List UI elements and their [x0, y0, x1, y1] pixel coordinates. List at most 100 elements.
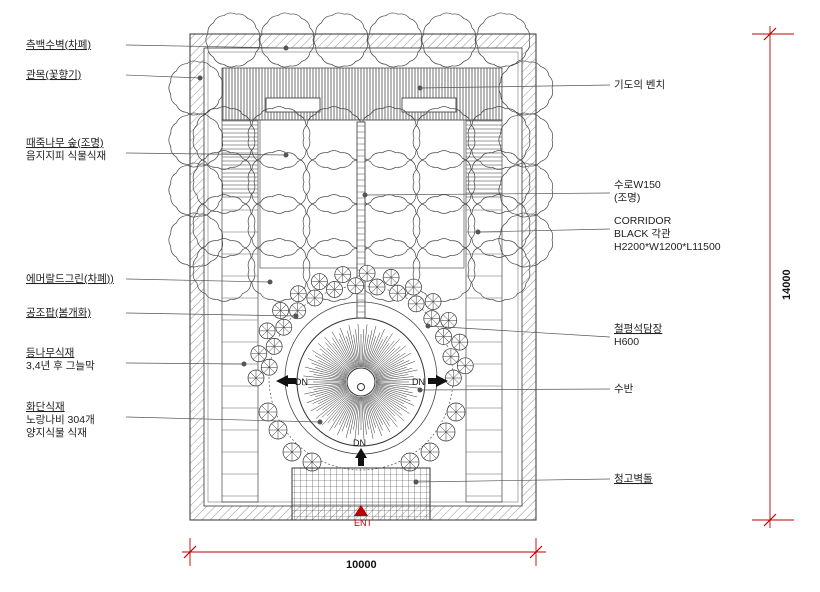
label-left-2: 관목(꽃향기)	[26, 69, 81, 81]
hedge-canopy	[498, 112, 554, 168]
tree-canopy	[247, 194, 311, 258]
shrub	[424, 293, 442, 310]
shrub	[456, 357, 474, 375]
shrub	[306, 289, 324, 307]
spirea-shrubs	[247, 264, 474, 472]
corridor-right	[465, 119, 503, 503]
step-arrow-bottom: DN	[353, 438, 367, 466]
shrub	[446, 402, 466, 422]
label-left-5: 공조팝(봄개화)	[26, 307, 91, 319]
step-arrow-right: DN	[412, 375, 448, 387]
shrub	[250, 345, 268, 363]
fountain-basin	[296, 317, 426, 447]
tree-canopy	[192, 106, 256, 170]
shrub	[258, 402, 278, 422]
dn-label-right: DN	[412, 377, 425, 387]
arborvitae-hedge	[168, 12, 554, 268]
entrance-marker: ENT	[354, 505, 373, 528]
shrub	[435, 328, 452, 345]
entrance-label: ENT	[354, 518, 373, 528]
tree-canopy	[192, 194, 256, 258]
width-dimension-text: 10000	[346, 559, 377, 571]
shrub	[247, 369, 265, 387]
hedge-canopy	[168, 60, 224, 116]
shrub	[423, 310, 441, 327]
hedge-canopy	[259, 12, 315, 68]
shrub	[420, 442, 440, 462]
tree-canopy	[412, 194, 476, 258]
tree-canopy	[192, 150, 256, 214]
hedge-canopy	[498, 60, 554, 116]
shrub	[268, 420, 288, 440]
tree-canopy	[412, 238, 476, 302]
label-right-2: (조명)	[614, 192, 640, 204]
label-right-4: 철평석담장	[614, 323, 663, 335]
shrub	[440, 311, 458, 329]
dimension-height: 14000	[752, 26, 794, 528]
shrub	[382, 269, 400, 286]
hedge-canopy	[313, 12, 369, 68]
shrub	[368, 278, 386, 296]
label-left-7: 화단식재	[26, 401, 65, 413]
label-left-7: 노랑나비 304개	[26, 414, 95, 426]
tree-canopy	[247, 106, 311, 170]
hedge-canopy	[168, 162, 224, 218]
label-left-4: 에머랄드그린(차폐))	[26, 272, 114, 285]
shrub	[334, 266, 352, 283]
label-right-3: BLACK 각관	[614, 228, 671, 240]
shrub	[265, 338, 283, 355]
label-left-3: 때죽나무 숲(조명)	[26, 137, 104, 149]
corridor-left	[221, 119, 259, 503]
hedge-canopy	[367, 12, 423, 68]
shrub	[347, 277, 364, 295]
label-right-5: 수반	[614, 383, 634, 395]
tree-canopy	[412, 106, 476, 170]
annotation-leaders	[125, 44, 611, 485]
shrub	[358, 264, 376, 282]
shrub	[272, 302, 289, 319]
label-right-1: 기도의 벤치	[614, 79, 665, 91]
shrub	[436, 422, 456, 442]
shrub	[258, 322, 276, 340]
tree-canopy	[302, 238, 366, 302]
tree-canopy	[467, 194, 531, 258]
shrub	[451, 333, 469, 351]
hedge-canopy	[498, 162, 554, 218]
hedge-canopy	[205, 12, 261, 68]
dn-label-bottom: DN	[353, 438, 366, 448]
hedge-canopy	[498, 212, 554, 268]
tree-canopy	[302, 150, 366, 214]
shrub	[311, 273, 328, 290]
tree-canopy	[467, 106, 531, 170]
tree-canopy	[302, 194, 366, 258]
shrub	[260, 358, 278, 376]
dimension-width: 10000	[182, 538, 546, 571]
tree-canopy	[192, 238, 256, 302]
dn-label-left: DN	[295, 377, 308, 387]
shrub	[442, 348, 460, 366]
label-left-3: 음지지피 식물식재	[26, 150, 106, 162]
top-shrub-band	[221, 67, 503, 121]
shrub	[405, 278, 422, 296]
label-left-7: 양지식물 식재	[26, 427, 87, 439]
label-left-1: 측백수벽(차폐)	[26, 39, 91, 51]
step-arrow-left: DN	[276, 375, 308, 387]
height-dimension-text: 14000	[781, 269, 793, 300]
shrub	[275, 318, 293, 336]
label-right-2: 수로W150	[614, 179, 661, 191]
shrub	[289, 285, 307, 303]
hedge-canopy	[421, 12, 477, 68]
tree-canopy	[467, 150, 531, 214]
prayer-bench-left	[265, 97, 321, 113]
tree-canopy	[467, 238, 531, 302]
label-left-6: 등나무식재	[26, 347, 74, 359]
shrub	[400, 452, 420, 472]
annotation-labels: 측백수벽(차폐) 관목(꽃향기) 때죽나무 숲(조명)음지지피 식물식재에머랄드그린…	[26, 39, 721, 485]
shrub	[289, 302, 306, 320]
hedge-canopy	[168, 212, 224, 268]
tree-canopy	[302, 106, 366, 170]
hedge-canopy	[168, 112, 224, 168]
shrub	[326, 281, 343, 298]
tree-canopy	[247, 150, 311, 214]
